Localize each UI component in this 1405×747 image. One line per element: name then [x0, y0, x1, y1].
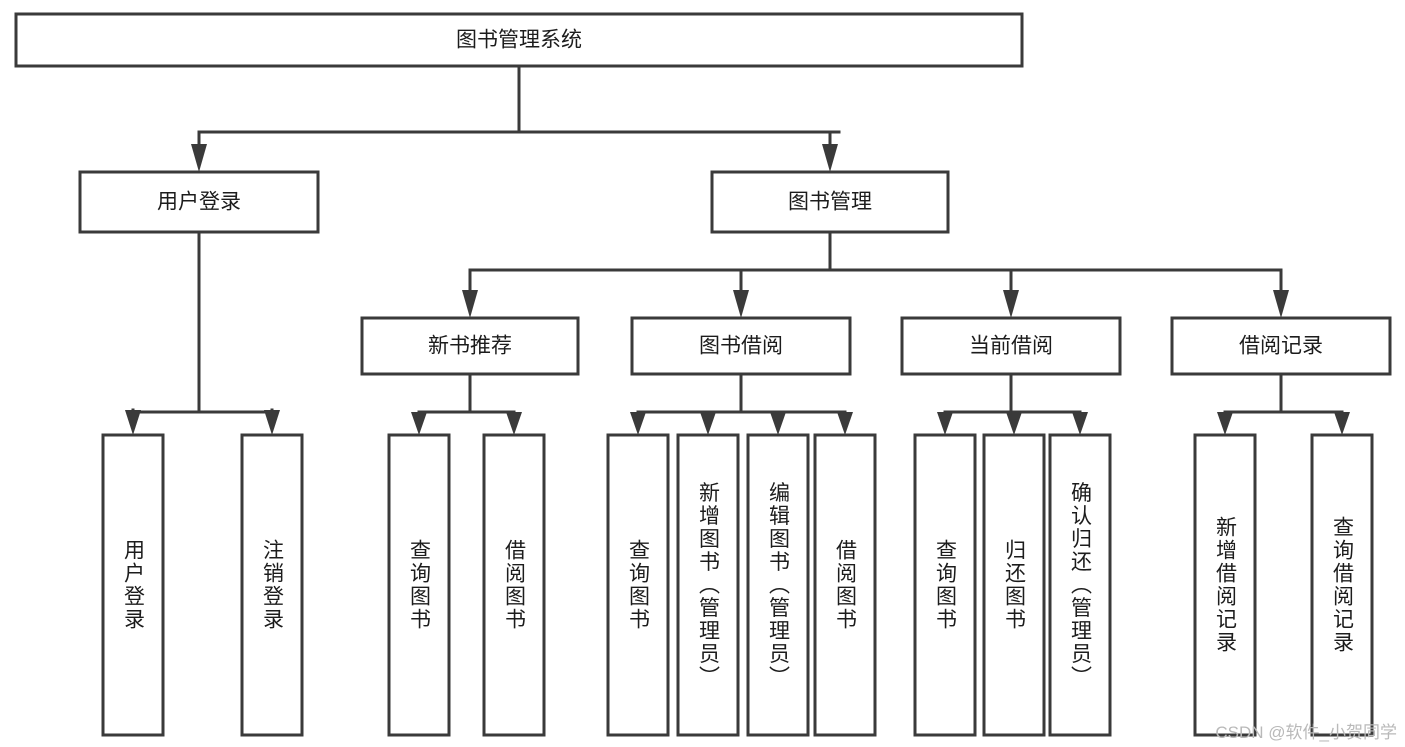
arrow-head-leaf-return-book [1006, 412, 1022, 435]
node-leaf-query-borrow-record-box[interactable] [1310, 433, 1374, 737]
node-book-management[interactable]: 图书管理 [710, 170, 950, 234]
node-leaf-query-borrow-record-label: 查询借阅记录 [1331, 516, 1355, 654]
arrow-head-leaf-query-book-3 [937, 412, 953, 435]
node-root-system-label: 图书管理系统 [456, 29, 582, 52]
node-leaf-return-book[interactable]: 归还图书 [982, 433, 1046, 737]
connector-group-bookmgmt-to-level2 [462, 230, 1289, 318]
node-new-book-recommend-label: 新书推荐 [428, 335, 512, 358]
arrow-head-leaf-query-book-1 [411, 412, 427, 435]
node-user-login-box[interactable] [78, 170, 320, 234]
node-borrow-record-label: 借阅记录 [1239, 335, 1323, 358]
node-book-borrow-label: 图书借阅 [699, 335, 783, 358]
node-leaf-user-login-box[interactable] [101, 433, 165, 737]
arrow-head-to-user-login [191, 144, 207, 172]
node-leaf-add-book-admin[interactable]: 新增图书（管理员） [676, 433, 740, 737]
node-leaf-add-borrow-record-box[interactable] [1193, 433, 1257, 737]
node-leaf-borrow-book-2-label: 借阅图书 [834, 539, 858, 631]
node-leaf-query-book-2-box[interactable] [606, 433, 670, 737]
node-book-management-box[interactable] [710, 170, 950, 234]
node-leaf-logout-login-label: 注销登录 [261, 539, 285, 631]
node-leaf-user-login-label: 用户登录 [122, 539, 146, 631]
node-leaf-query-book-3-label: 查询图书 [934, 539, 958, 631]
arrow-head-leaf-query-borrow-record [1334, 412, 1350, 435]
node-leaf-borrow-book-1-box[interactable] [482, 433, 546, 737]
node-leaf-confirm-return-admin[interactable]: 确认归还（管理员） [1048, 433, 1112, 737]
node-new-book-recommend[interactable]: 新书推荐 [360, 316, 580, 376]
node-root-system-box[interactable] [14, 12, 1024, 68]
node-borrow-record-box[interactable] [1170, 316, 1392, 376]
node-current-borrow-label: 当前借阅 [969, 335, 1053, 358]
connector-group-root-to-level1 [191, 64, 841, 172]
arrow-head-leaf-query-book-2 [630, 412, 646, 435]
node-leaf-add-book-admin-label: 新增图书（管理员） [697, 482, 721, 689]
arrow-head-leaf-user-login [125, 410, 141, 435]
arrow-head-to-book-management [822, 144, 838, 172]
node-leaf-borrow-book-1-label: 借阅图书 [503, 539, 527, 631]
node-leaf-edit-book-admin[interactable]: 编辑图书（管理员） [746, 433, 810, 737]
node-book-borrow[interactable]: 图书借阅 [630, 316, 852, 376]
node-leaf-query-book-1[interactable]: 查询图书 [387, 433, 451, 737]
node-leaf-query-book-3[interactable]: 查询图书 [913, 433, 977, 737]
node-leaf-return-book-label: 归还图书 [1003, 539, 1027, 631]
arrow-head-leaf-edit-book [770, 412, 786, 435]
node-current-borrow[interactable]: 当前借阅 [900, 316, 1122, 376]
node-leaf-query-book-2-label: 查询图书 [627, 539, 651, 631]
node-leaf-confirm-return-admin-box[interactable] [1048, 433, 1112, 737]
node-new-book-recommend-box[interactable] [360, 316, 580, 376]
arrow-head-leaf-add-borrow-record [1217, 412, 1233, 435]
node-leaf-borrow-book-1[interactable]: 借阅图书 [482, 433, 546, 737]
node-leaf-edit-book-admin-label: 编辑图书（管理员） [767, 482, 791, 689]
connector-group-userlogin-to-leaves [125, 230, 280, 435]
node-leaf-return-book-box[interactable] [982, 433, 1046, 737]
node-leaf-query-book-1-box[interactable] [387, 433, 451, 737]
node-leaf-query-book-2[interactable]: 查询图书 [606, 433, 670, 737]
arrow-head-to-new-book-recommend [462, 290, 478, 318]
node-borrow-record[interactable]: 借阅记录 [1170, 316, 1392, 376]
node-root-system[interactable]: 图书管理系统 [14, 12, 1024, 68]
node-leaf-query-book-1-label: 查询图书 [408, 539, 432, 631]
node-leaf-add-borrow-record-label: 新增借阅记录 [1214, 516, 1238, 654]
node-leaf-add-borrow-record[interactable]: 新增借阅记录 [1193, 433, 1257, 737]
node-user-login[interactable]: 用户登录 [78, 170, 320, 234]
node-leaf-logout-login-box[interactable] [240, 433, 304, 737]
connector-group-currentborrow-to-leaves [937, 372, 1088, 435]
arrow-head-leaf-confirm-return [1072, 412, 1088, 435]
node-book-management-label: 图书管理 [788, 191, 872, 214]
node-leaf-borrow-book-2[interactable]: 借阅图书 [813, 433, 877, 737]
connector-group-bookborrow-to-leaves [630, 372, 853, 435]
node-leaf-user-login[interactable]: 用户登录 [101, 433, 165, 737]
node-leaf-confirm-return-admin-label: 确认归还（管理员） [1069, 482, 1093, 689]
node-leaf-add-book-admin-box[interactable] [676, 433, 740, 737]
arrow-head-leaf-logout-login [264, 410, 280, 435]
node-leaf-edit-book-admin-box[interactable] [746, 433, 810, 737]
arrow-head-to-book-borrow [733, 290, 749, 318]
node-book-borrow-box[interactable] [630, 316, 852, 376]
node-user-login-label: 用户登录 [157, 191, 241, 214]
arrow-head-leaf-add-book [700, 412, 716, 435]
connector-group-borrowrecord-to-leaves [1217, 372, 1350, 435]
arrow-head-to-current-borrow [1003, 290, 1019, 318]
arrow-head-leaf-borrow-book-1 [506, 412, 522, 435]
node-leaf-logout-login[interactable]: 注销登录 [240, 433, 304, 737]
arrow-head-leaf-borrow-book-2 [837, 412, 853, 435]
node-leaf-borrow-book-2-box[interactable] [813, 433, 877, 737]
node-current-borrow-box[interactable] [900, 316, 1122, 376]
node-leaf-query-book-3-box[interactable] [913, 433, 977, 737]
arrow-head-to-borrow-record [1273, 290, 1289, 318]
connector-group-newbook-to-leaves [411, 372, 522, 435]
node-leaf-query-borrow-record[interactable]: 查询借阅记录 [1310, 433, 1374, 737]
